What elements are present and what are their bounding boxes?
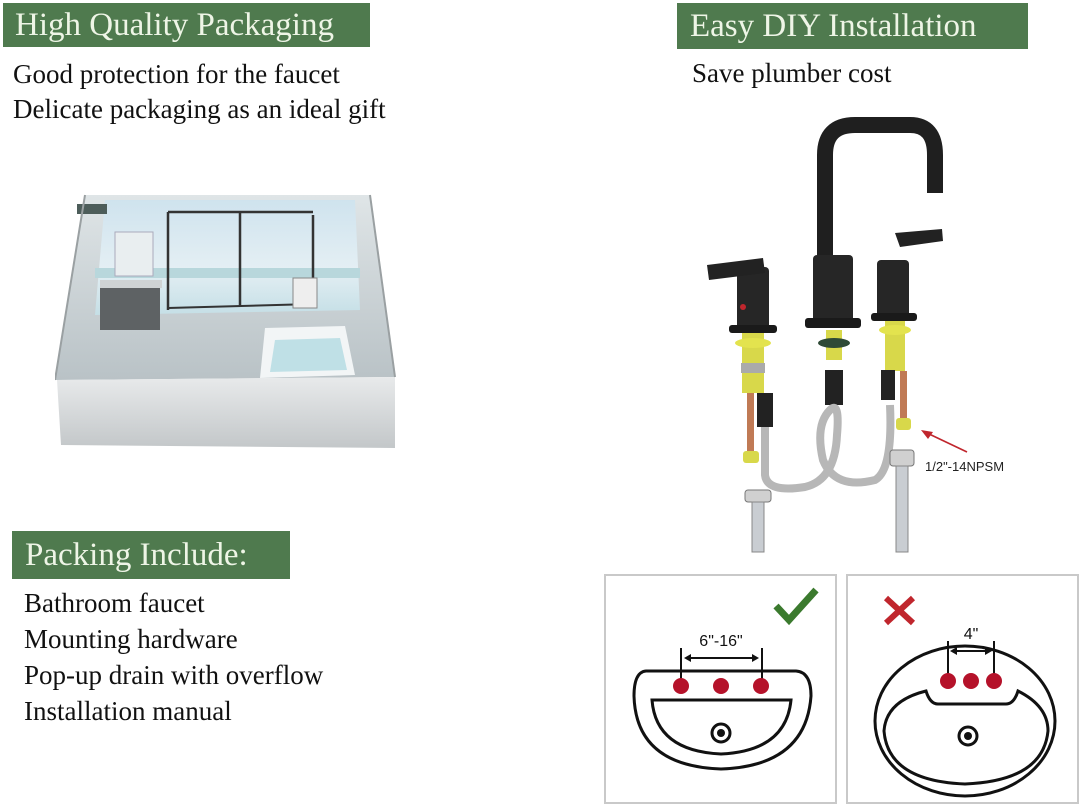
check-icon [773, 587, 819, 626]
faucet-installation-diagram [707, 117, 968, 553]
packing-list-item: Pop-up drain with overflow [24, 660, 324, 690]
installation-line: Save plumber cost [692, 58, 892, 88]
installation-description: Save plumber cost [692, 56, 891, 91]
sink-panel-incorrect: 4" [846, 574, 1079, 804]
connector-spec-label: 1/2"-14NPSM [925, 459, 1005, 474]
packaging-box-image [55, 194, 396, 448]
widespread-sink-diagram: 6"-16" [632, 587, 819, 771]
spacing-label: 6"-16" [699, 633, 742, 650]
packing-list-item: Mounting hardware [24, 624, 238, 654]
packaging-description: Good protection for the faucet Delicate … [13, 57, 386, 127]
sink-panel-correct: 6"-16" [604, 574, 837, 804]
packing-list-item: Bathroom faucet [24, 588, 205, 618]
packaging-line: Delicate packaging as an ideal gift [13, 94, 386, 124]
packaging-line: Good protection for the faucet [13, 59, 340, 89]
oval-sink-diagram: 4" [873, 595, 1057, 798]
cross-icon [883, 595, 916, 626]
high-quality-packaging-banner: High Quality Packaging [3, 3, 370, 47]
easy-diy-installation-banner: Easy DIY Installation [677, 3, 1028, 49]
packing-list-item: Installation manual [24, 696, 232, 726]
packing-list: Bathroom faucet Mounting hardware Pop-up… [24, 585, 323, 729]
spacing-label: 4" [964, 626, 979, 643]
packing-include-banner: Packing Include: [12, 531, 290, 579]
